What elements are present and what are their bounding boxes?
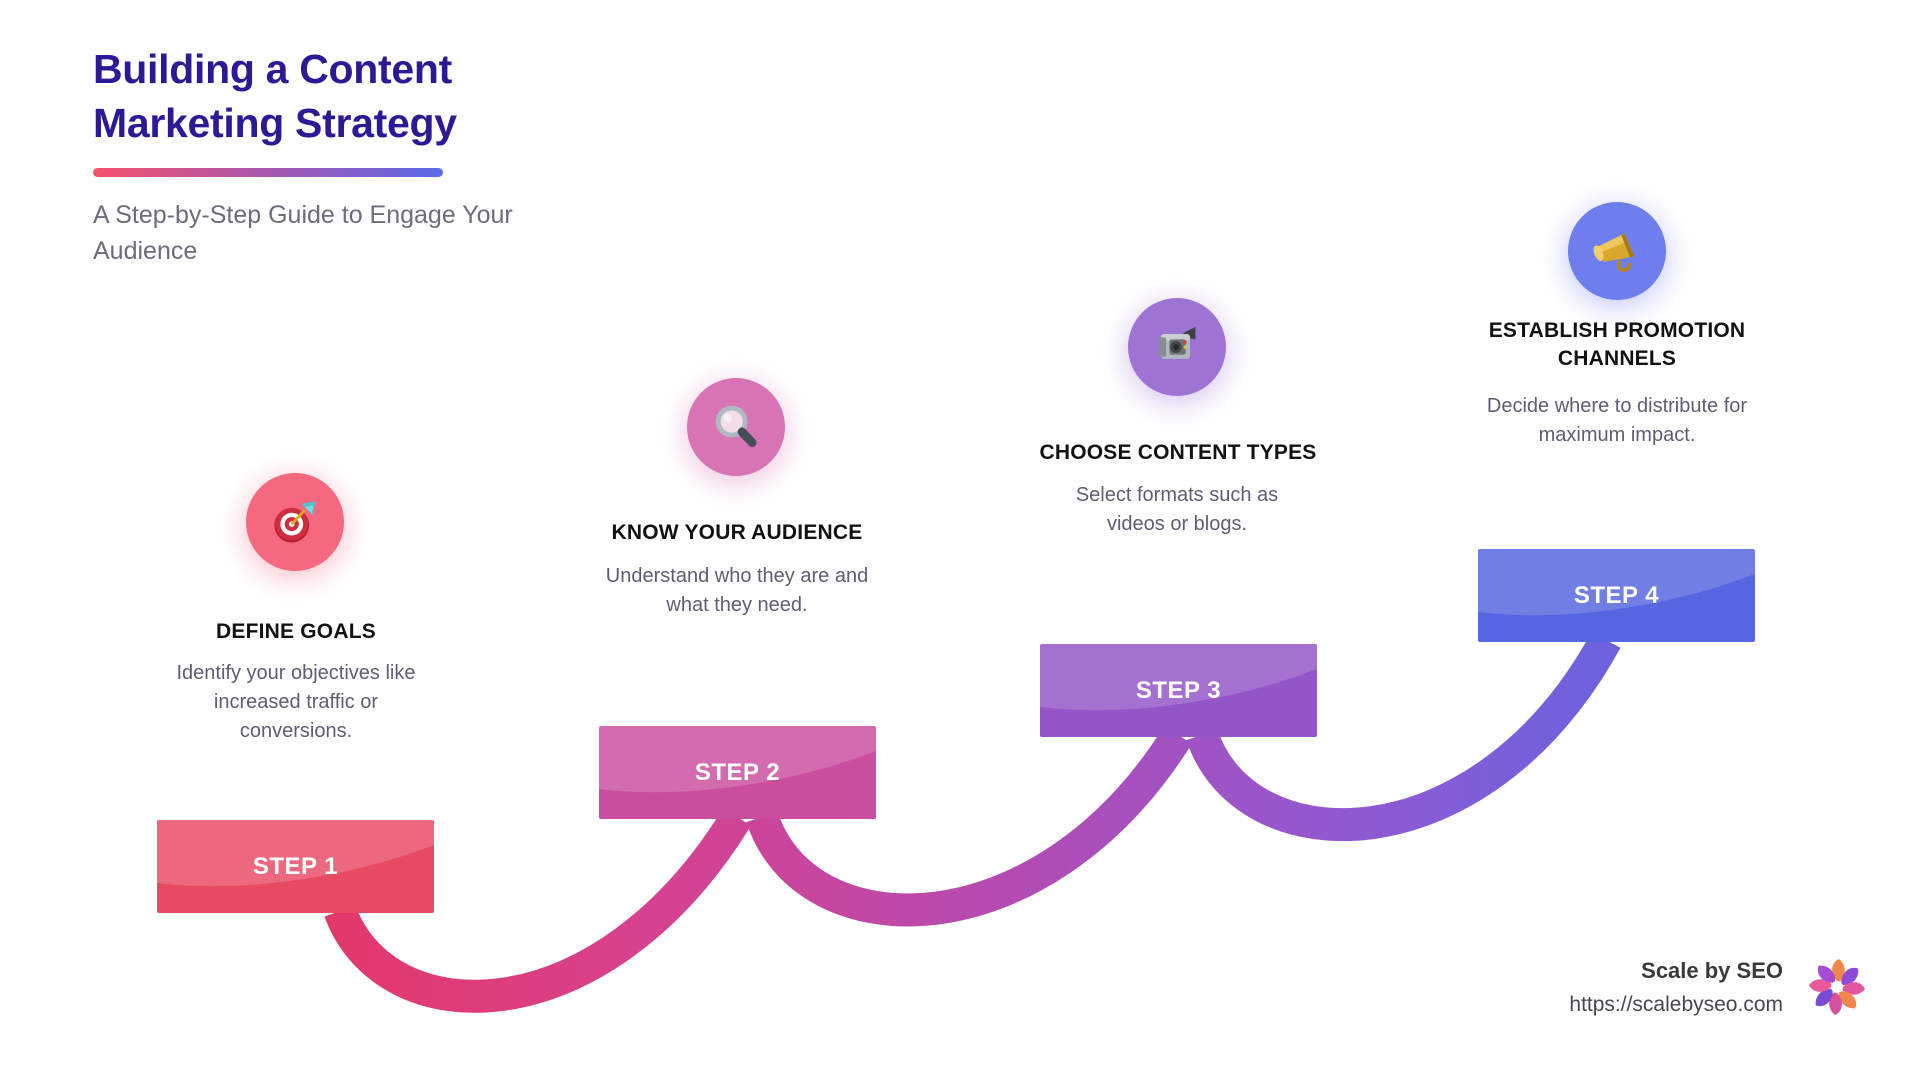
step-3-label: STEP 3 <box>1135 676 1222 704</box>
step-3-title: CHOOSE CONTENT TYPES <box>1039 441 1317 464</box>
step-4-label: STEP 4 <box>1573 581 1660 609</box>
brand-name: Scale by SEO <box>1641 958 1783 983</box>
rope-path <box>324 632 1621 1013</box>
megaphone-icon <box>1593 233 1635 272</box>
step-2-box: STEP 2 <box>599 726 876 819</box>
header: Building a Content Marketing Strategy A … <box>93 42 533 269</box>
step-2-icon-circle <box>687 378 785 476</box>
page-subtitle: A Step-by-Step Guide to Engage Your Audi… <box>93 201 513 265</box>
step-4-icon-circle <box>1568 202 1666 300</box>
page-title-line1: Building a Content <box>93 46 452 92</box>
step-1-box: STEP 1 <box>157 820 434 913</box>
footer: Scale by SEO https://scalebyseo.com <box>1569 958 1783 1017</box>
magnifier-icon <box>715 405 757 448</box>
step-4-box: STEP 4 <box>1478 549 1755 642</box>
brand-logo-icon <box>1809 959 1865 1015</box>
step-3-description: Select formats such as videos or blogs. <box>1075 484 1279 535</box>
step-3-icon-circle <box>1128 298 1226 396</box>
step-2-title: KNOW YOUR AUDIENCE <box>611 521 863 544</box>
step-2-description: Understand who they are and what they ne… <box>605 565 869 616</box>
step-1-description: Identify your objectives like increased … <box>176 662 416 742</box>
video-camera-icon <box>1158 326 1196 359</box>
page-title: Building a Content Marketing Strategy <box>93 42 533 150</box>
page-title-line2: Marketing Strategy <box>93 100 457 146</box>
step-1-label: STEP 1 <box>252 852 339 880</box>
accent-underline <box>93 168 443 177</box>
target-icon <box>274 501 316 543</box>
step-3-box: STEP 3 <box>1040 644 1317 737</box>
brand-url[interactable]: https://scalebyseo.com <box>1569 993 1783 1016</box>
step-4-description: Decide where to distribute for maximum i… <box>1486 395 1748 446</box>
step-4-title: ESTABLISH PROMOTION CHANNELS <box>1488 319 1746 370</box>
step-1-title: DEFINE GOALS <box>216 620 376 643</box>
step-1-icon-circle <box>246 473 344 571</box>
step-2-label: STEP 2 <box>694 758 781 786</box>
